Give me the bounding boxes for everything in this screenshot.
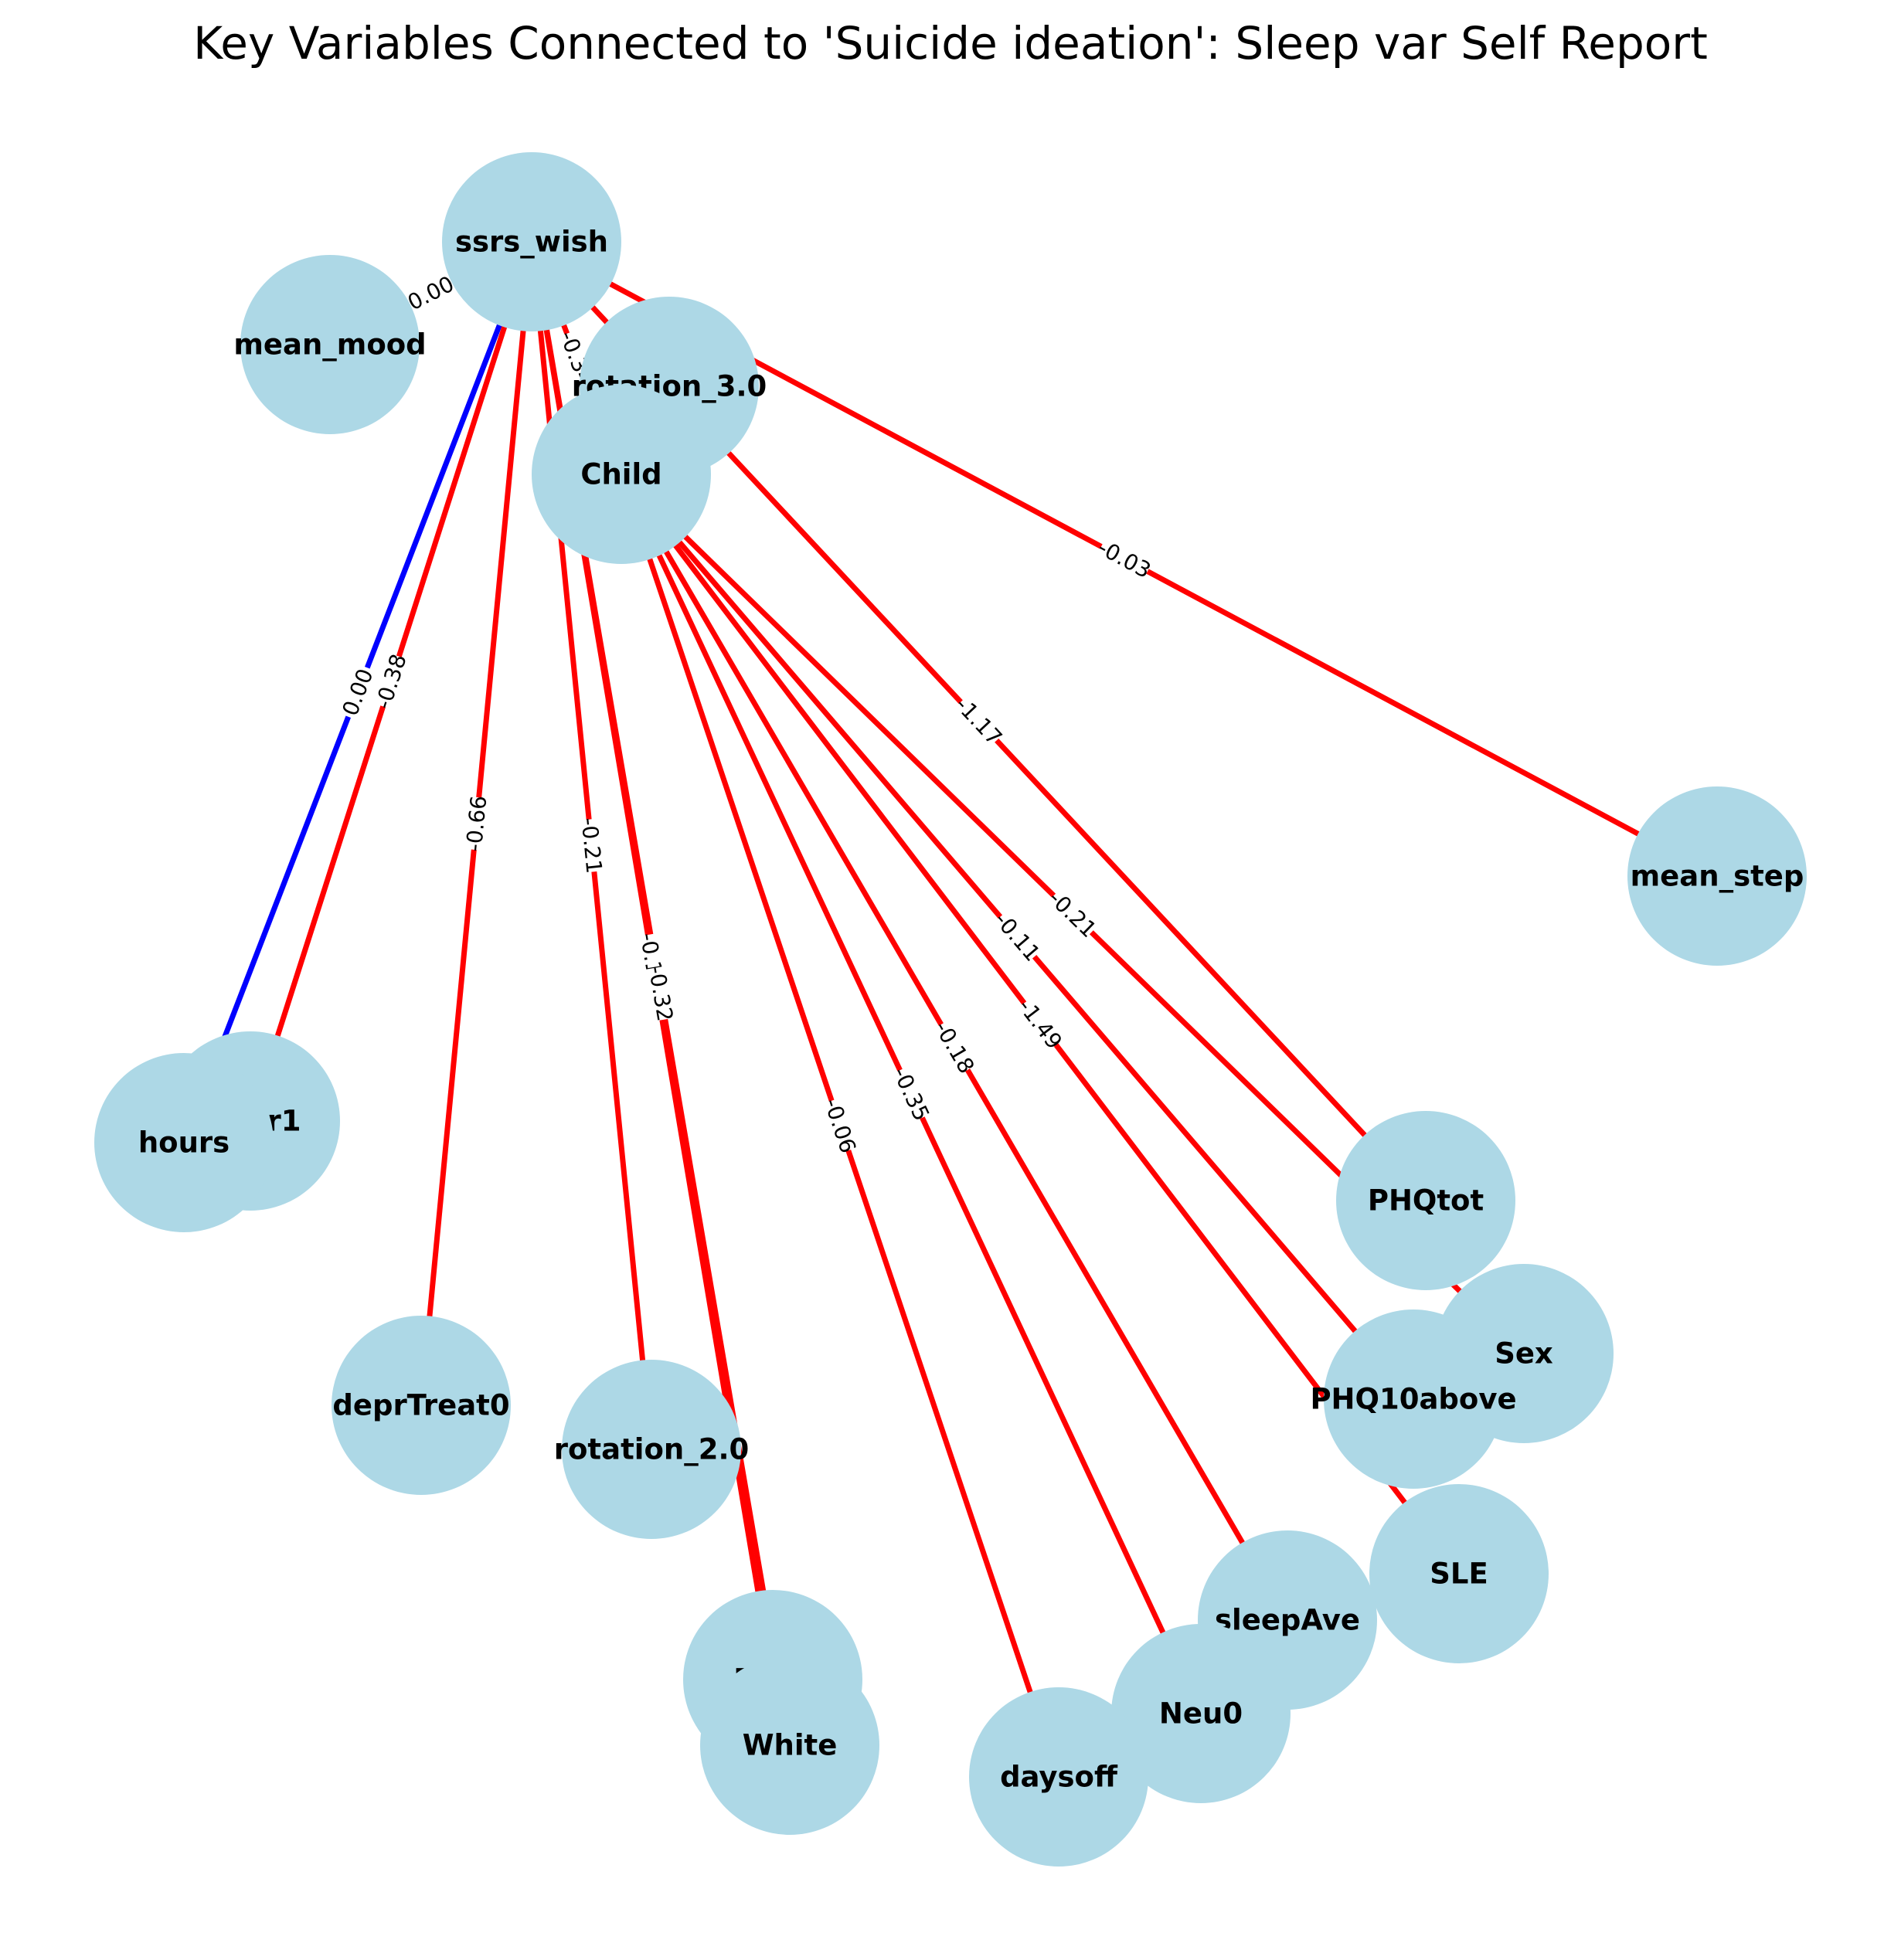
edge-weight-label: -0.21 xyxy=(576,817,607,875)
edge-label-background xyxy=(887,1064,935,1124)
edge-label-background xyxy=(575,817,608,874)
node-label: rotation_2.0 xyxy=(554,1433,750,1466)
node-label: PHQtot xyxy=(1368,1184,1484,1218)
nodes-layer: ssrs_wishmean_moodrotation_3.0Childmean_… xyxy=(94,152,1807,1867)
node-circle xyxy=(332,1316,511,1495)
node-circle xyxy=(700,1656,879,1835)
node-circle xyxy=(532,385,711,564)
node-label: hours xyxy=(138,1126,230,1160)
edge-label-background xyxy=(642,965,679,1022)
edge-weight-label: -0.06 xyxy=(819,1095,861,1156)
edge-label-ssrs_wish-White: -0.32 xyxy=(642,964,679,1024)
edge-label-background xyxy=(950,692,1007,750)
edge-weight-label: -0.66 xyxy=(461,794,492,852)
node-circle xyxy=(94,1053,274,1232)
node-SLE: SLE xyxy=(1369,1484,1549,1663)
node-label: Child xyxy=(580,458,661,491)
edge-label-background xyxy=(460,796,493,851)
edge-label-Child-Neu0: -0.35 xyxy=(887,1063,935,1125)
chart-title: Key Variables Connected to 'Suicide idea… xyxy=(193,17,1708,70)
edge-label-background xyxy=(989,907,1046,966)
node-circle xyxy=(1111,1624,1291,1803)
node-label: mean_step xyxy=(1631,860,1804,893)
node-label: daysoff xyxy=(1000,1761,1118,1794)
edge-weight-label: -0.32 xyxy=(644,964,678,1024)
node-label: Neu0 xyxy=(1159,1697,1243,1731)
edge-label-ssrs_wish-deprTreat0: -0.66 xyxy=(460,794,493,853)
edge-label-ssrs_wish-mean_step: -0.03 xyxy=(1093,534,1155,584)
edge-weight-label: -0.35 xyxy=(888,1063,935,1125)
edge-label-background xyxy=(1094,534,1155,584)
edge-label-background xyxy=(1013,994,1067,1054)
node-circle xyxy=(1369,1484,1549,1663)
edge-label-ssrs_wish-rotation_2.0: -0.21 xyxy=(575,817,608,875)
edge-weight-label: -0.18 xyxy=(930,1017,980,1078)
node-label: SLE xyxy=(1430,1557,1488,1591)
node-label: mean_mood xyxy=(233,328,426,362)
edge-label-Child-daysoff: -0.06 xyxy=(818,1095,862,1157)
node-Child: Child xyxy=(532,385,711,564)
node-circle xyxy=(562,1360,741,1539)
edge-label-background xyxy=(401,269,461,318)
node-label: Sex xyxy=(1495,1337,1553,1371)
node-circle xyxy=(1324,1309,1503,1489)
edge-label-background xyxy=(369,652,413,711)
node-deprTreat0: deprTreat0 xyxy=(332,1316,511,1495)
node-hours: hours xyxy=(94,1053,274,1232)
node-label: White xyxy=(743,1729,838,1762)
node-circle xyxy=(969,1687,1148,1867)
node-PHQ10above: PHQ10above xyxy=(1310,1309,1517,1489)
node-rotation_2.0: rotation_2.0 xyxy=(554,1360,750,1539)
node-circle xyxy=(1627,786,1807,966)
edge-weight-label: -0.03 xyxy=(1093,535,1155,583)
node-PHQtot: PHQtot xyxy=(1336,1111,1515,1290)
node-circle xyxy=(1336,1111,1515,1290)
node-White: White xyxy=(700,1656,879,1835)
node-mean_step: mean_step xyxy=(1627,786,1807,966)
node-daysoff: daysoff xyxy=(969,1687,1148,1867)
node-mean_mood: mean_mood xyxy=(233,255,427,434)
edge-label-background xyxy=(1044,885,1101,943)
node-circle xyxy=(240,255,420,434)
edge-label-background xyxy=(818,1096,862,1155)
edge-label-Child-sleepAve: -0.18 xyxy=(929,1017,980,1078)
node-label: PHQ10above xyxy=(1310,1383,1516,1416)
node-label: sleepAve xyxy=(1215,1604,1360,1637)
edge-label-background xyxy=(929,1017,980,1077)
node-ssrs_wish: ssrs_wish xyxy=(442,152,621,331)
node-circle xyxy=(442,152,621,331)
node-label: ssrs_wish xyxy=(455,226,608,259)
node-label: deprTreat0 xyxy=(332,1389,509,1422)
edge-label-background xyxy=(335,662,381,722)
node-Neu0: Neu0 xyxy=(1111,1624,1291,1803)
